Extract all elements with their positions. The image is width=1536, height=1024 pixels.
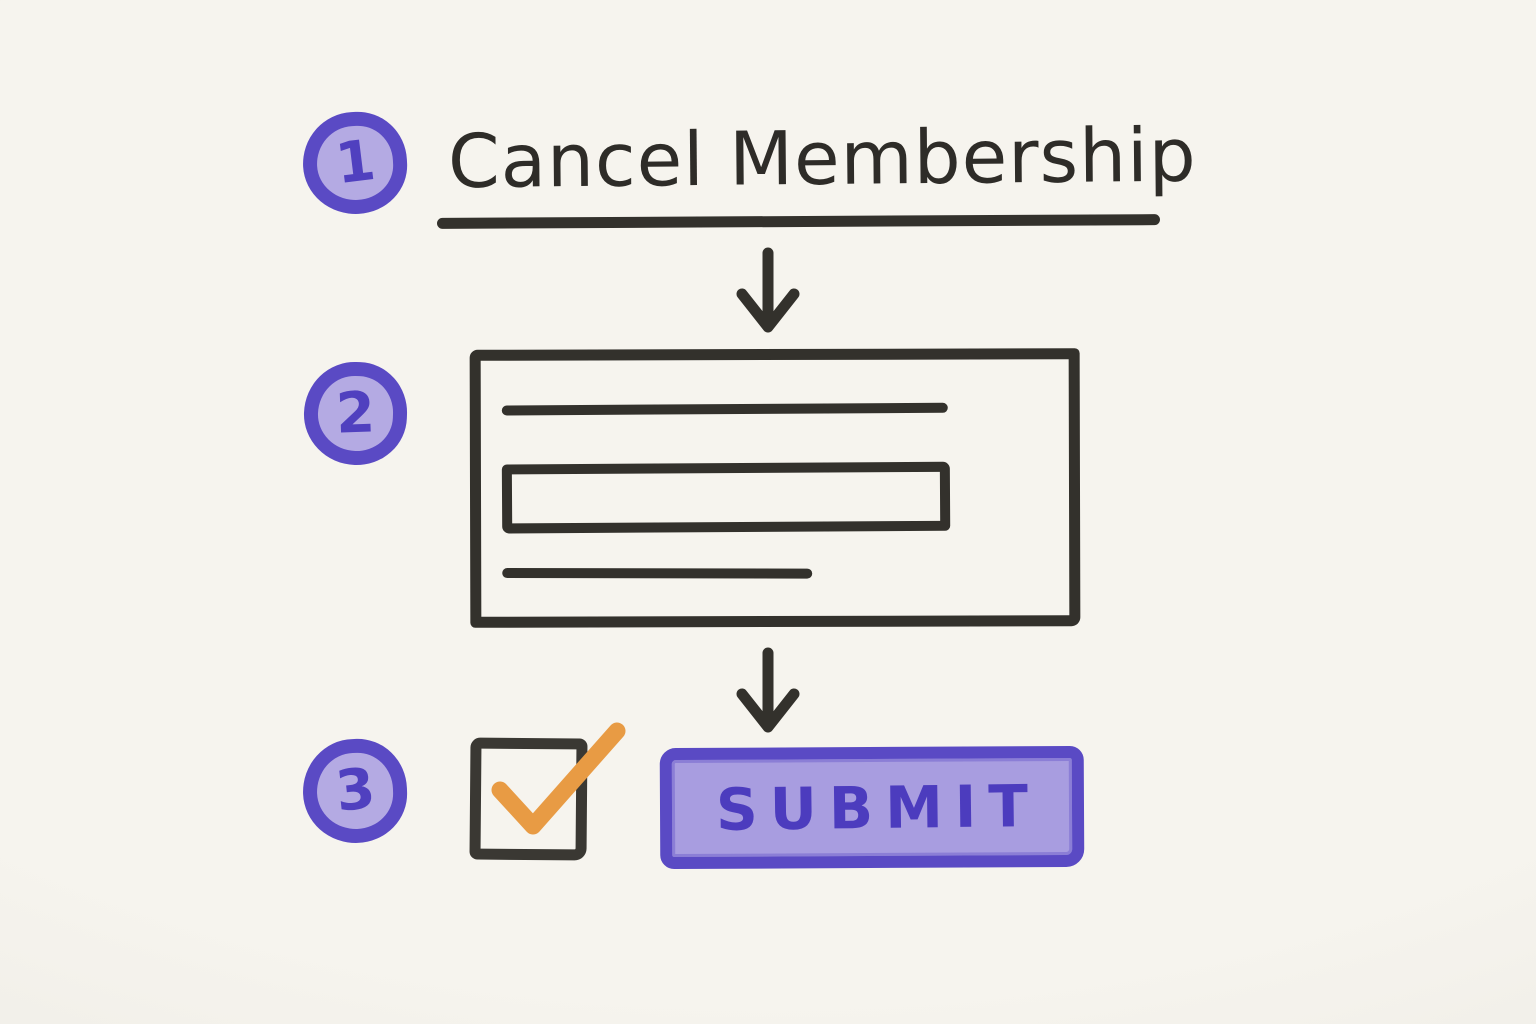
step-3-badge: 3 xyxy=(301,737,409,845)
page-title: Cancel Membership xyxy=(447,112,1197,206)
step-3-number: 3 xyxy=(332,756,378,825)
submit-label: SUBMIT xyxy=(715,771,1041,844)
step-2-badge: 2 xyxy=(302,360,409,467)
form-sketch xyxy=(469,348,1081,628)
confirm-checkbox[interactable] xyxy=(469,737,588,861)
arrow-down-icon xyxy=(736,247,800,333)
form-helper-line xyxy=(502,568,813,579)
step-1-badge: 1 xyxy=(300,109,410,217)
text-input-sketch[interactable] xyxy=(501,461,951,534)
submit-button[interactable]: SUBMIT xyxy=(659,745,1085,870)
form-label-line xyxy=(501,402,948,416)
arrow-down-icon xyxy=(736,647,800,733)
step-2-number: 2 xyxy=(334,379,377,447)
title-underline xyxy=(436,214,1161,229)
step-1-number: 1 xyxy=(331,127,379,198)
